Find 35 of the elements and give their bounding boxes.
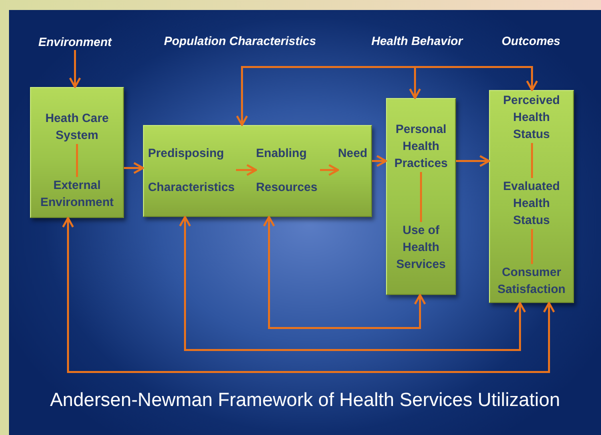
arrow: [415, 66, 538, 91]
arrow: [69, 50, 81, 88]
connector-line: [76, 144, 78, 177]
arrow: [263, 216, 426, 329]
factor-box: [143, 125, 372, 217]
connector-line: [420, 172, 422, 222]
factor-box: [489, 90, 574, 303]
factor-label: Enabling Resources: [256, 136, 320, 204]
factor-box: [386, 98, 456, 295]
arrow: [320, 164, 339, 176]
arrow: [62, 217, 555, 373]
factor-label: Use of Health Services: [388, 222, 454, 273]
arrow: [179, 216, 526, 351]
arrow: [300, 66, 421, 99]
factor-label: Personal Health Practices: [388, 121, 454, 172]
factor-label: Evaluated Health Status: [496, 178, 567, 229]
column-heading: Population Characteristics: [164, 34, 316, 48]
caption: Andersen-Newman Framework of Health Services Utilization: [48, 390, 562, 412]
arrow: [236, 66, 300, 126]
column-heading: Health Behavior: [371, 34, 463, 48]
factor-label: Perceived Health Status: [496, 92, 567, 143]
arrow: [236, 164, 257, 176]
factor-label: Heath Care System: [33, 110, 121, 144]
column-heading: Environment: [30, 34, 120, 50]
factor-label: Consumer Satisfaction: [491, 264, 572, 298]
arrow: [456, 155, 490, 167]
factor-label: External Environment: [33, 177, 121, 211]
column-heading: Outcomes: [502, 34, 560, 48]
connector-line: [531, 143, 533, 178]
factor-label: Need: [338, 136, 370, 204]
arrow: [124, 162, 144, 174]
factor-label: Predisposing Characteristics: [148, 136, 236, 204]
connector-line: [531, 229, 533, 264]
factor-box: [30, 87, 124, 218]
arrow: [372, 155, 387, 167]
